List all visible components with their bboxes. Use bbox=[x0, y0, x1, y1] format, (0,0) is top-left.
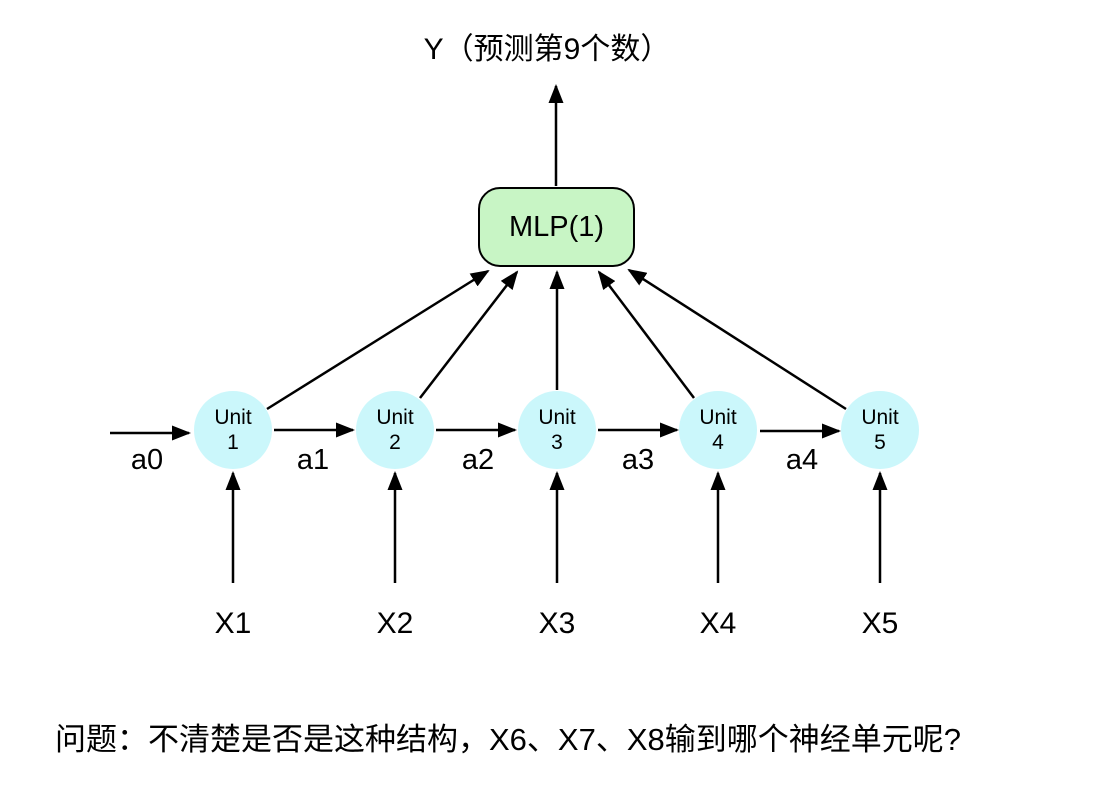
arrow-unit1-mlp bbox=[266, 269, 490, 411]
arrow-unit5-mlp bbox=[627, 268, 847, 411]
input-label-x3: X3 bbox=[538, 607, 576, 640]
mlp-node-label: MLP(1) bbox=[508, 210, 605, 243]
unit-node-name: Unit bbox=[538, 406, 576, 429]
unit-node-number: 5 bbox=[874, 431, 886, 454]
input-label-x5: X5 bbox=[861, 607, 899, 640]
unit-node-number: 4 bbox=[712, 431, 724, 454]
unit-node-5: Unit 5 bbox=[841, 391, 919, 469]
output-label: Y（预测第9个数） bbox=[423, 33, 671, 66]
unit-node-1: Unit 1 bbox=[194, 391, 272, 469]
input-label-x2: X2 bbox=[376, 607, 414, 640]
unit-node-name: Unit bbox=[861, 406, 899, 429]
arrow-unit2-mlp bbox=[419, 270, 519, 399]
unit-node-number: 2 bbox=[389, 431, 401, 454]
unit-node-name: Unit bbox=[376, 406, 414, 429]
unit-node-number: 3 bbox=[551, 431, 563, 454]
mlp-node: MLP(1) bbox=[478, 187, 635, 267]
unit-node-4: Unit 4 bbox=[679, 391, 757, 469]
unit-node-name: Unit bbox=[214, 406, 252, 429]
unit-node-name: Unit bbox=[699, 406, 737, 429]
edge-label-a1: a1 bbox=[296, 444, 330, 476]
unit-node-number: 1 bbox=[227, 431, 239, 454]
edge-label-a0: a0 bbox=[130, 444, 164, 476]
arrow-unit4-mlp bbox=[597, 270, 695, 399]
edge-label-a2: a2 bbox=[461, 444, 495, 476]
edge-label-a3: a3 bbox=[621, 444, 655, 476]
unit-node-2: Unit 2 bbox=[356, 391, 434, 469]
input-label-x1: X1 bbox=[214, 607, 252, 640]
input-label-x4: X4 bbox=[699, 607, 737, 640]
edge-label-a4: a4 bbox=[785, 444, 819, 476]
unit-node-3: Unit 3 bbox=[518, 391, 596, 469]
question-text: 问题：不清楚是否是这种结构，X6、X7、X8输到哪个神经单元呢? bbox=[55, 722, 961, 757]
